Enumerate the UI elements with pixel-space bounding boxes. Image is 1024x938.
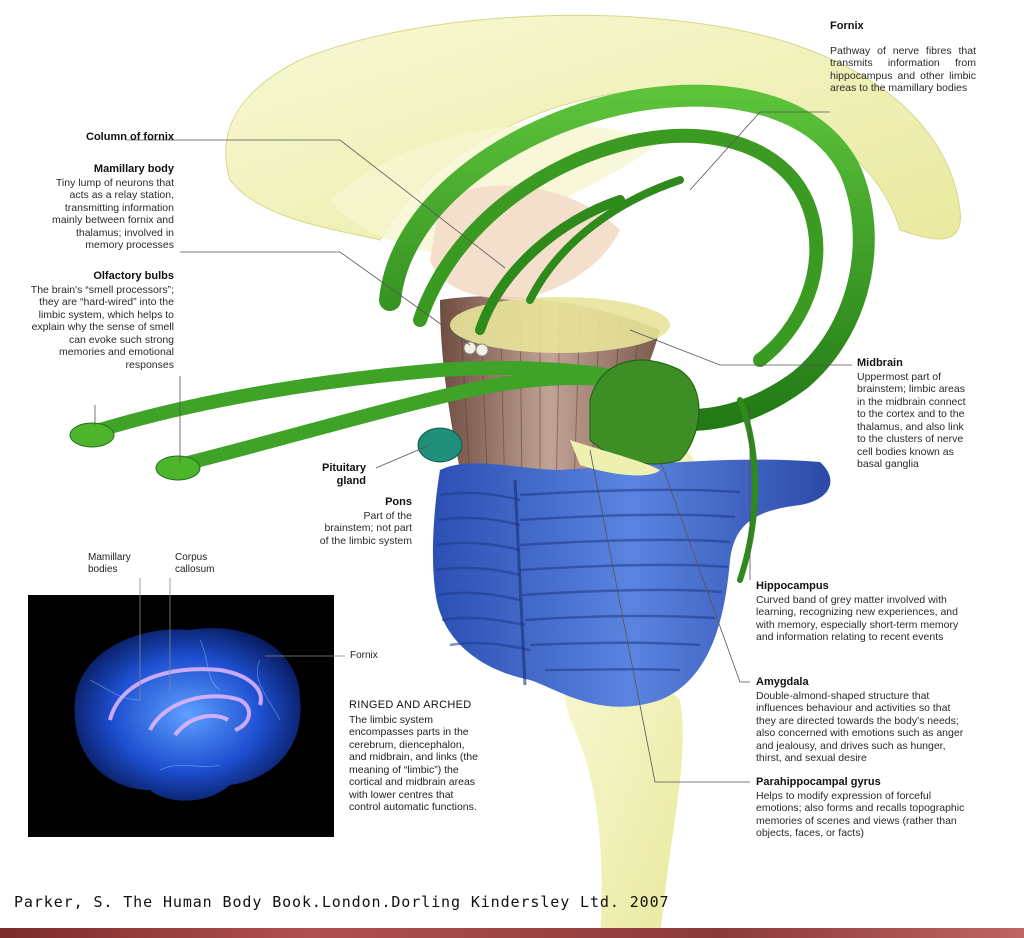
label-title: Hippocampus bbox=[756, 580, 829, 592]
amygdala-shape bbox=[589, 359, 700, 465]
olfactory-bulb-1 bbox=[69, 422, 115, 448]
fornix-shape bbox=[379, 84, 875, 431]
label-fornix: Fornix Pathway of nerve fibres that tran… bbox=[830, 20, 976, 95]
label-pons: Pons Part of the brainstem; not part of … bbox=[318, 496, 412, 547]
label-parahippocampal-gyrus: Parahippocampal gyrus Helps to modify ex… bbox=[756, 776, 971, 840]
label-desc: Uppermost part of brainstem; limbic area… bbox=[857, 370, 966, 471]
label-title: Olfactory bulbs bbox=[93, 270, 174, 282]
label-pituitary-gland: Pituitary gland bbox=[300, 462, 366, 488]
label-midbrain: Midbrain Uppermost part of brainstem; li… bbox=[857, 357, 975, 471]
label-desc: Part of the brainstem; not part of the l… bbox=[319, 509, 412, 547]
label-olfactory-bulbs: Olfactory bulbs The brain's “smell proce… bbox=[28, 270, 174, 371]
label-desc: Double-almond-shaped structure that infl… bbox=[756, 689, 964, 765]
label-desc: Helps to modify expression of forceful e… bbox=[756, 789, 965, 840]
label-title: Pituitary gland bbox=[321, 462, 366, 487]
label-desc: Tiny lump of neurons that acts as a rela… bbox=[52, 176, 174, 252]
caption-title: RINGED AND ARCHED bbox=[349, 699, 472, 711]
olfactory-bulb-2 bbox=[155, 455, 201, 481]
label-desc: The brain's “smell processors”; they are… bbox=[30, 283, 174, 371]
citation: Parker, S. The Human Body Book.London.Do… bbox=[14, 893, 670, 911]
label-hippocampus: Hippocampus Curved band of grey matter i… bbox=[756, 580, 971, 644]
mamillary-body-shape bbox=[463, 341, 477, 355]
bottom-border-strip bbox=[0, 928, 1024, 938]
inset-caption: RINGED AND ARCHED The limbic system enco… bbox=[349, 699, 484, 814]
label-title: Fornix bbox=[830, 20, 864, 32]
inset-label-mamillary-bodies: Mamillary bodies bbox=[88, 552, 131, 575]
inset-label-fornix: Fornix bbox=[350, 650, 378, 661]
label-title: Amygdala bbox=[756, 676, 809, 688]
label-column-of-fornix: Column of fornix bbox=[40, 131, 174, 145]
label-title: Midbrain bbox=[857, 357, 903, 369]
label-amygdala: Amygdala Double-almond-shaped structure … bbox=[756, 676, 966, 765]
caption-body: The limbic system encompasses parts in t… bbox=[349, 713, 478, 814]
label-mamillary-body: Mamillary body Tiny lump of neurons that… bbox=[40, 163, 174, 252]
pituitary-shape bbox=[417, 427, 463, 463]
olfactory-tract-2 bbox=[173, 371, 647, 472]
label-title: Column of fornix bbox=[86, 131, 174, 143]
label-desc: Curved band of grey matter involved with… bbox=[756, 593, 959, 644]
label-title: Pons bbox=[385, 496, 412, 508]
label-title: Mamillary body bbox=[93, 163, 174, 175]
inset-label-corpus-callosum: Corpus callosum bbox=[175, 552, 215, 575]
label-desc: Pathway of nerve fibres that transmits i… bbox=[830, 44, 976, 95]
label-title: Parahippocampal gyrus bbox=[756, 776, 881, 788]
